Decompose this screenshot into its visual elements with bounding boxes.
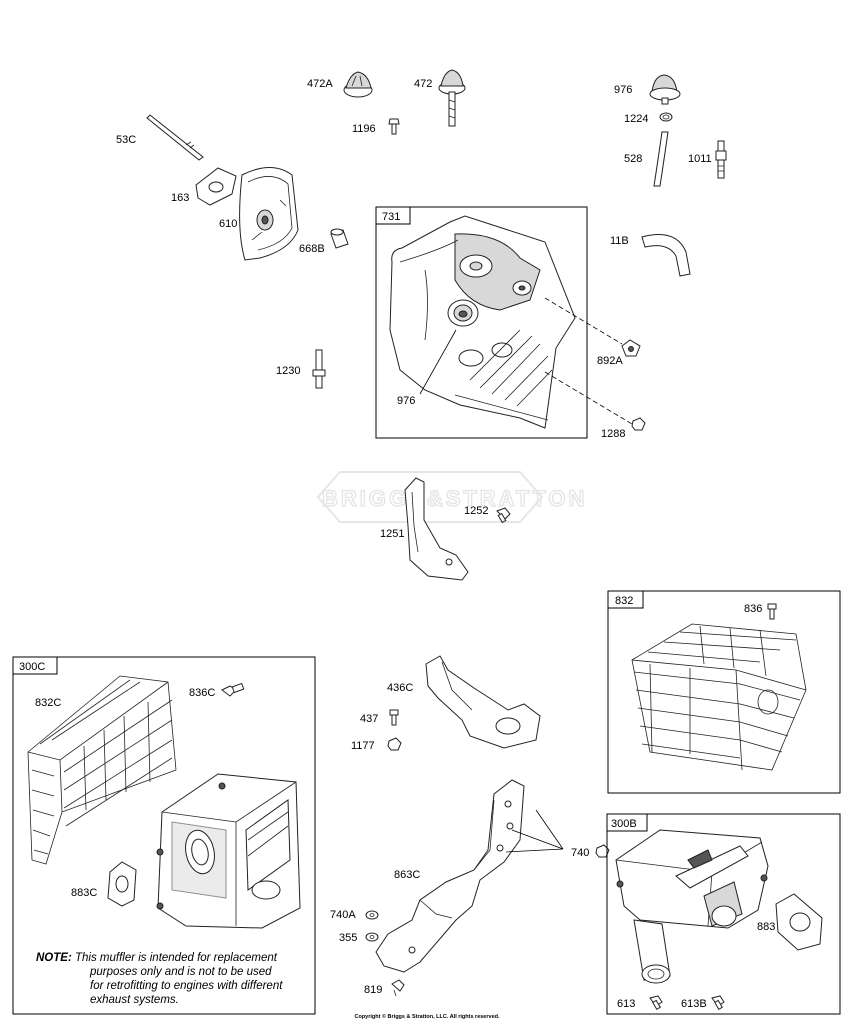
box-300C — [12, 656, 316, 1015]
label-436C: 436C — [387, 682, 413, 694]
part-613-screw — [649, 995, 663, 1011]
label-472A: 472A — [307, 78, 333, 90]
part-300B-muffler — [615, 829, 769, 984]
label-832C: 832C — [35, 697, 61, 709]
label-863C: 863C — [394, 869, 420, 881]
watermark-text: BRIGGS&STRATTON — [322, 486, 587, 511]
part-836C-screw — [221, 682, 245, 697]
label-1230: 1230 — [276, 365, 300, 377]
label-528: 528 — [624, 153, 642, 165]
label-53C: 53C — [116, 134, 136, 146]
part-668B-spacer — [330, 228, 349, 249]
note-line-1: This muffler is intended for replacement — [74, 952, 277, 964]
part-163-gasket — [195, 167, 237, 206]
part-731-blower-housing — [389, 215, 576, 429]
label-1224: 1224 — [624, 113, 648, 125]
box-731-tag — [375, 206, 411, 225]
label-355: 355 — [339, 932, 357, 944]
label-832: 832 — [615, 595, 633, 607]
part-740A-nut — [365, 910, 379, 920]
part-613B-screw — [711, 995, 725, 1011]
part-883C-gasket — [107, 861, 137, 907]
label-300C: 300C — [19, 661, 45, 673]
label-610: 610 — [219, 218, 237, 230]
label-836: 836 — [744, 603, 762, 615]
box-832-tag — [607, 590, 644, 609]
part-355-washer — [365, 932, 379, 942]
part-472A-cap — [343, 71, 373, 98]
part-1011-fitting — [715, 140, 727, 179]
label-300B: 300B — [611, 818, 637, 830]
part-832-muffler-guard — [631, 623, 807, 771]
label-668B: 668B — [299, 243, 325, 255]
label-1011: 1011 — [688, 153, 712, 165]
leader-740 — [505, 809, 564, 853]
part-1230-stud — [312, 349, 326, 389]
part-1251-baffle — [404, 477, 469, 581]
part-836-screw — [767, 603, 777, 620]
label-836C: 836C — [189, 687, 215, 699]
copyright-text: Copyright © Briggs & Stratton, LLC. All … — [354, 1014, 500, 1020]
part-740-nut — [595, 844, 610, 858]
part-11B-elbow-hose — [641, 234, 691, 277]
box-832 — [607, 590, 841, 794]
label-740A: 740A — [330, 909, 356, 921]
part-1224-clamp — [659, 112, 673, 122]
part-832C-muffler-guard — [27, 675, 177, 865]
label-163: 163 — [171, 192, 189, 204]
watermark-logo: BRIGGS&STRATTON — [316, 471, 587, 523]
box-731 — [375, 206, 588, 439]
note-line-2: purposes only and is not to be used — [90, 966, 272, 978]
part-300C-muffler — [156, 773, 301, 929]
dash-1288 — [544, 371, 633, 425]
label-613: 613 — [617, 998, 635, 1010]
part-1252-screw — [496, 507, 511, 524]
label-976-top: 976 — [614, 84, 632, 96]
part-863C-bracket — [375, 779, 525, 973]
note-prefix: NOTE: — [36, 952, 72, 964]
part-1288-nut — [631, 417, 646, 431]
label-1288: 1288 — [601, 428, 625, 440]
part-528-hose — [653, 131, 669, 187]
part-883-gasket — [775, 893, 823, 951]
label-613B: 613B — [681, 998, 707, 1010]
label-437: 437 — [360, 713, 378, 725]
box-300B — [606, 813, 841, 1015]
label-740: 740 — [571, 847, 589, 859]
replacement-note: NOTE: This muffler is intended for repla… — [36, 951, 306, 1007]
label-1196: 1196 — [352, 123, 376, 135]
label-892A: 892A — [597, 355, 623, 367]
label-976-housing: 976 — [397, 395, 415, 407]
part-819-screw — [391, 979, 405, 997]
part-976-breather-cap — [649, 74, 681, 105]
part-1177-nut — [387, 737, 402, 751]
box-300C-tag — [12, 656, 58, 675]
box-300B-tag — [606, 813, 648, 832]
part-892A-grommet — [621, 339, 641, 357]
label-1252: 1252 — [464, 505, 488, 517]
note-line-4: exhaust systems. — [90, 994, 179, 1006]
note-line-3: for retrofitting to engines with differe… — [90, 980, 283, 992]
part-53C-stud — [146, 114, 204, 161]
label-472: 472 — [414, 78, 432, 90]
part-610-air-cleaner-base — [239, 167, 299, 261]
part-436C-exhaust-elbow — [425, 655, 541, 749]
part-472-valve — [438, 69, 466, 127]
label-1177: 1177 — [351, 740, 375, 752]
part-437-bolt — [389, 709, 399, 726]
label-731: 731 — [382, 211, 400, 223]
leader-976 — [419, 329, 457, 395]
label-883: 883 — [757, 921, 775, 933]
label-819: 819 — [364, 984, 382, 996]
part-1196-screw — [388, 118, 400, 135]
dash-892A — [544, 297, 623, 345]
label-11B: 11B — [610, 235, 629, 247]
label-883C: 883C — [71, 887, 97, 899]
label-1251: 1251 — [380, 528, 404, 540]
